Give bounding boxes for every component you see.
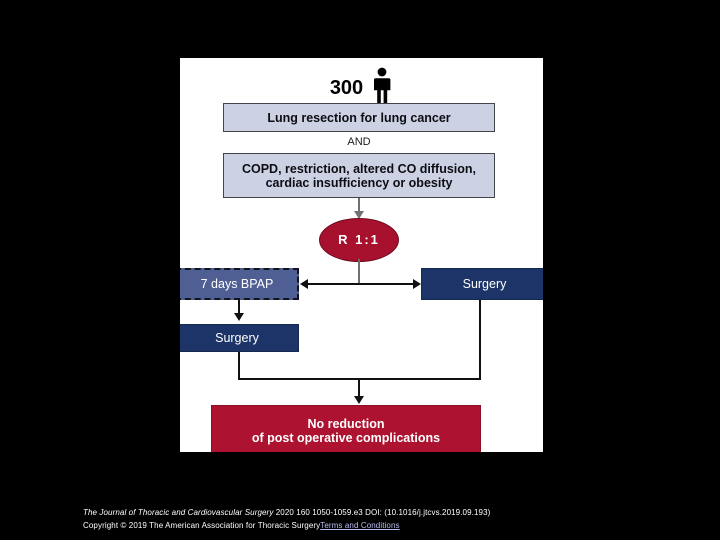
flow-diagram: 300 Lung resection for lung cancer AND C… <box>180 58 543 452</box>
connector-split-right <box>359 283 413 285</box>
node-conjunction-label: AND <box>347 136 371 149</box>
node-arm-intervention-label: 7 days BPAP <box>200 277 274 291</box>
terms-and-conditions-link[interactable]: Terms and Conditions <box>320 521 400 530</box>
connector-merge-left-vertical <box>238 352 240 380</box>
node-outcome-line1: No reduction <box>307 417 385 431</box>
node-arm-intervention: 7 days BPAP <box>180 268 299 300</box>
arrowhead-inclusion-to-randomization <box>354 211 364 219</box>
node-outcome-line2: of post operative complications <box>251 431 441 445</box>
arrowhead-merge-to-outcome <box>354 396 364 404</box>
citation-line-1: The Journal of Thoracic and Cardiovascul… <box>83 506 643 519</box>
node-inclusion-secondary: COPD, restriction, altered CO diffusion,… <box>223 153 495 198</box>
connector-bpap-to-surgery <box>238 300 240 318</box>
cohort-header: 300 <box>180 58 543 118</box>
arrowhead-split-right <box>413 279 421 289</box>
connector-inclusion-to-randomization <box>358 198 360 216</box>
node-arm-intervention-surgery-label: Surgery <box>215 331 259 345</box>
citation-line-2: Copyright © 2019 The American Associatio… <box>83 519 643 532</box>
node-randomization: R 1:1 <box>319 218 399 262</box>
node-randomization-label: R 1:1 <box>338 231 380 247</box>
node-arm-control: Surgery <box>421 268 543 300</box>
arrowhead-split-left <box>300 279 308 289</box>
connector-split-left <box>307 283 359 285</box>
node-inclusion-primary: Lung resection for lung cancer <box>223 103 495 132</box>
citation-footer: The Journal of Thoracic and Cardiovascul… <box>83 506 643 532</box>
cohort-count-label: 300 <box>329 76 364 99</box>
node-arm-control-label: Surgery <box>462 277 507 291</box>
arrowhead-bpap-to-surgery <box>234 313 244 321</box>
citation-journal-title: The Journal of Thoracic and Cardiovascul… <box>83 508 274 517</box>
citation-volume-doi: 2020 160 1050-1059.e3 DOI: (10.1016/j.jt… <box>273 508 491 517</box>
node-inclusion-secondary-line1: COPD, restriction, altered CO diffusion, <box>241 161 477 176</box>
citation-copyright: Copyright © 2019 The American Associatio… <box>83 521 321 530</box>
connector-merge-to-outcome <box>358 378 360 402</box>
node-inclusion-secondary-line2: cardiac insufficiency or obesity <box>265 175 453 190</box>
person-pictogram-icon <box>371 67 393 110</box>
figure-image: 300 Lung resection for lung cancer AND C… <box>180 58 543 452</box>
node-conjunction: AND <box>223 134 495 151</box>
connector-randomization-down <box>358 259 360 284</box>
node-arm-intervention-surgery: Surgery <box>180 324 299 352</box>
connector-merge-right-vertical <box>479 300 481 380</box>
node-outcome: No reduction of post operative complicat… <box>211 405 481 452</box>
node-inclusion-primary-label: Lung resection for lung cancer <box>267 110 451 125</box>
